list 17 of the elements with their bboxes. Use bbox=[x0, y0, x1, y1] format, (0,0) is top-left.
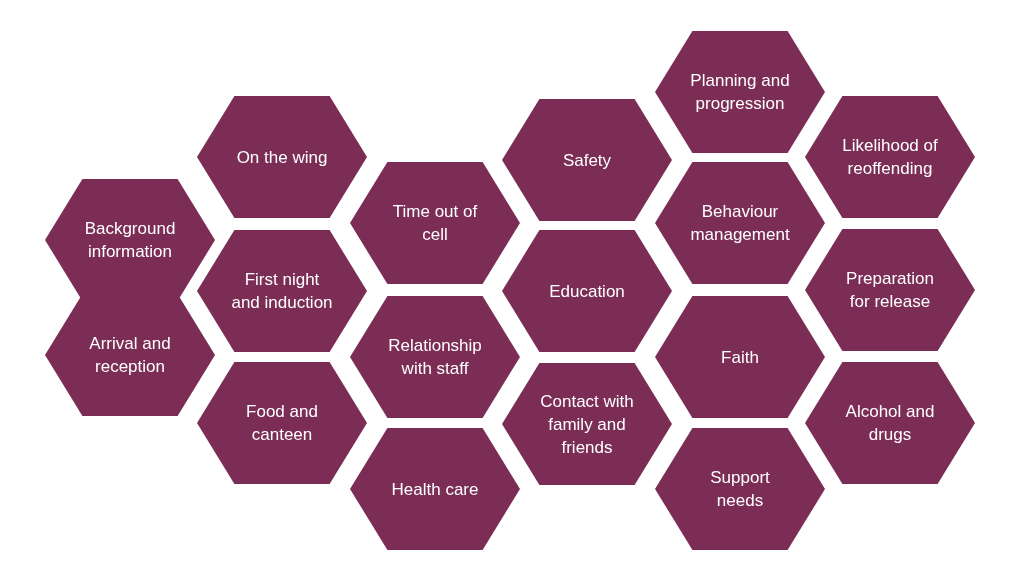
hexagon-tile: Time out of cell bbox=[350, 162, 520, 284]
hexagon-tile: On the wing bbox=[197, 96, 367, 218]
hexagon-tile: Health care bbox=[350, 428, 520, 550]
hexagon-tile: Contact with family and friends bbox=[502, 363, 672, 485]
hexagon-tile: First night and induction bbox=[197, 230, 367, 352]
hexagon-tile: Faith bbox=[655, 296, 825, 418]
hexagon-tile: Planning and progression bbox=[655, 31, 825, 153]
hexagon-tile: Support needs bbox=[655, 428, 825, 550]
hexagon-tile: Preparation for release bbox=[805, 229, 975, 351]
hexagon-tile: Food and canteen bbox=[197, 362, 367, 484]
hexagon-tile: Education bbox=[502, 230, 672, 352]
hexagon-tile: Arrival and reception bbox=[45, 294, 215, 416]
hexagon-tile: Behaviour management bbox=[655, 162, 825, 284]
hexagon-tile: Alcohol and drugs bbox=[805, 362, 975, 484]
hexagon-tile: Safety bbox=[502, 99, 672, 221]
hexagon-tile: Likelihood of reoffending bbox=[805, 96, 975, 218]
hexagon-tile: Relationship with staff bbox=[350, 296, 520, 418]
